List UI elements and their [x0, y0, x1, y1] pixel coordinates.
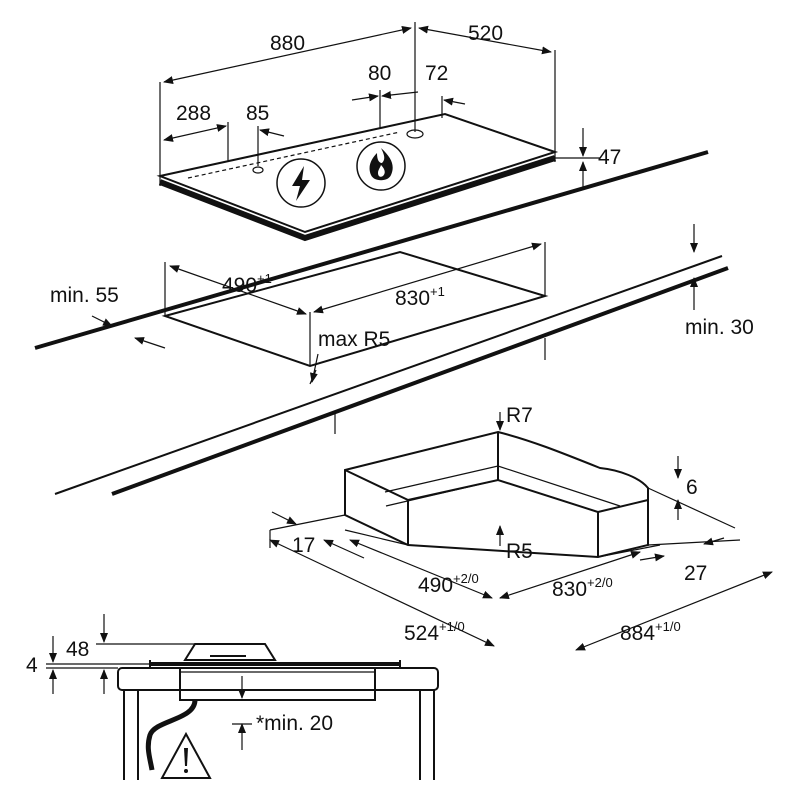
gas-offset-2-label: 72 — [425, 62, 448, 85]
section-total-height-label: 48 — [66, 638, 89, 661]
worktop-min-label: min. 30 — [685, 316, 754, 339]
rebate-inner-width-label: 830+2/0 — [552, 575, 613, 601]
rebate-inner-depth-label: 490+2/0 — [418, 571, 479, 597]
section-hob-body — [179, 668, 376, 701]
rebate-inner-radius-label: R7 — [506, 404, 533, 427]
rebate-step-label: 6 — [686, 476, 698, 499]
section-cable — [145, 699, 198, 771]
rebate-rear-margin-label: 27 — [684, 562, 707, 585]
cutout-width-label: 830+1 — [395, 284, 445, 310]
offset-left-label: 288 — [176, 102, 211, 125]
section-top-height-label: 4 — [26, 654, 38, 677]
hob-view: 880 520 80 72 288 85 47 — [156, 22, 621, 242]
section-view: 4 48 *min. 20 — [26, 614, 439, 780]
section-burner — [183, 643, 277, 661]
rebate-view: R7 R5 6 17 27 490+2/0 830+2/0 524+1/0 88… — [269, 404, 773, 651]
rebate-block — [344, 430, 649, 559]
cutout-depth-label: 490+1 — [222, 271, 272, 297]
rebate-outer-radius-label: R5 — [506, 540, 533, 563]
hob-width-label: 880 — [270, 32, 305, 55]
gas-offset-1-label: 80 — [368, 62, 391, 85]
rebate-outer-width-label: 884+1/0 — [620, 619, 681, 645]
electric-bolt-icon — [276, 158, 326, 208]
section-worktop — [117, 667, 439, 691]
cutout-view: 490+1 830+1 max R5 min. 55 min. 30 — [34, 150, 754, 496]
hob-depth-label: 520 — [468, 22, 503, 45]
section-below-min-label: *min. 20 — [256, 712, 333, 735]
gas-flame-icon — [356, 141, 406, 191]
hob-height-label: 47 — [598, 146, 621, 169]
rebate-side-margin-label: 17 — [292, 534, 315, 557]
worktop-edge-mid — [54, 255, 723, 495]
warning-triangle-icon — [160, 731, 212, 779]
electric-connector — [252, 166, 264, 174]
front-min-label: min. 55 — [50, 284, 119, 307]
hob-edge — [158, 155, 556, 242]
offset-left-2-label: 85 — [246, 102, 269, 125]
worktop-edge-front — [111, 266, 729, 496]
corner-radius-label: max R5 — [318, 328, 390, 351]
rebate-outer-depth-label: 524+1/0 — [404, 619, 465, 645]
